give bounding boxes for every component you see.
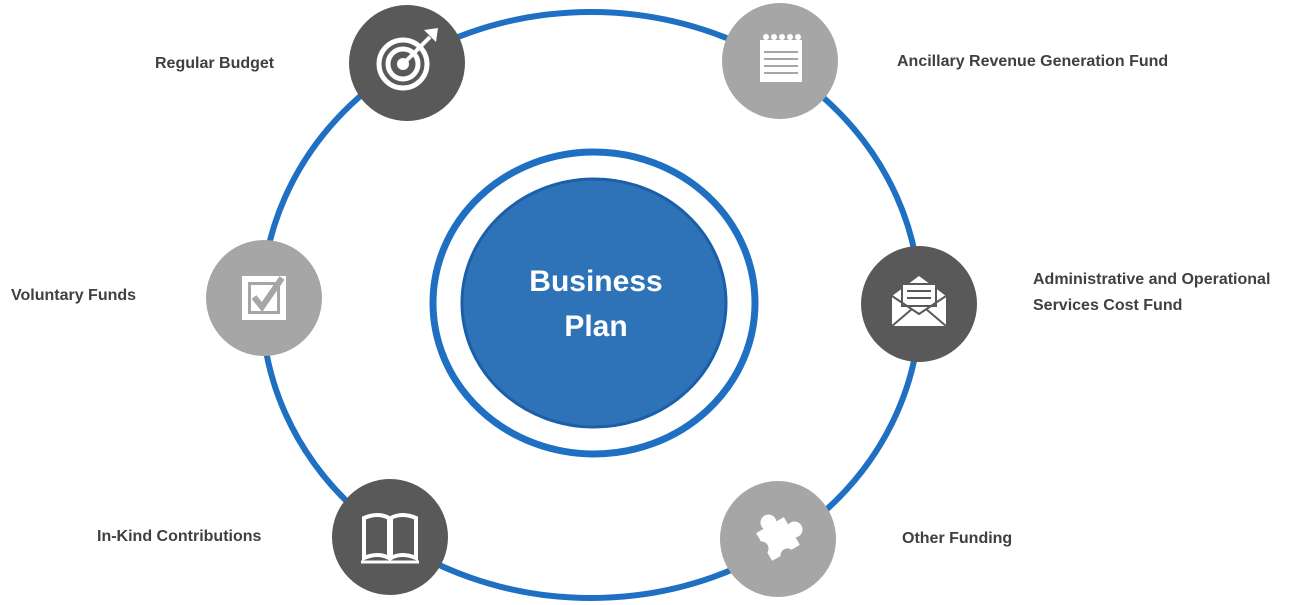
center-circle	[460, 177, 728, 429]
center-outer-ring	[429, 148, 759, 458]
label-administrative-line1: Administrative and Operational	[1033, 271, 1271, 288]
node-ancillary-revenue	[722, 3, 838, 119]
notepad-icon	[760, 34, 802, 82]
label-regular-budget: Regular Budget	[155, 55, 275, 72]
center-title-line1: Business	[529, 265, 662, 298]
center-title-line2: Plan	[564, 310, 627, 343]
label-voluntary-funds: Voluntary Funds	[11, 287, 137, 304]
node-voluntary-funds	[206, 240, 322, 356]
checkbox-icon	[242, 276, 286, 320]
node-administrative	[861, 246, 977, 362]
label-in-kind: In-Kind Contributions	[97, 528, 262, 545]
book-icon	[361, 513, 419, 564]
node-in-kind	[332, 479, 448, 595]
label-administrative-line2: Services Cost Fund	[1033, 297, 1183, 314]
target-icon	[376, 28, 438, 91]
label-ancillary-revenue: Ancillary Revenue Generation Fund	[897, 53, 1169, 70]
node-regular-budget	[349, 5, 465, 121]
puzzle-icon	[754, 514, 803, 563]
node-other-funding	[720, 481, 836, 597]
center-hub: Business Plan	[429, 148, 759, 458]
label-other-funding: Other Funding	[902, 530, 1013, 547]
envelope-icon	[891, 276, 947, 327]
